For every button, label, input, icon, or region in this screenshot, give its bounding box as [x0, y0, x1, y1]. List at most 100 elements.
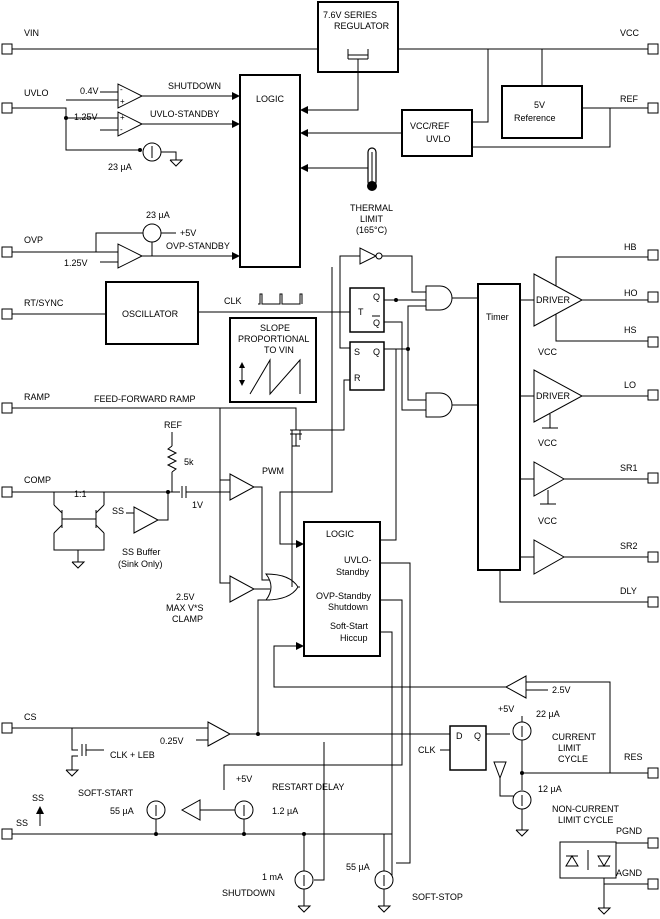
wire-ref-to-uvlo	[472, 108, 611, 148]
ground-12ua-icon	[515, 829, 530, 837]
logic-ss-1: Soft-Start	[330, 621, 369, 631]
timer-label: Timer	[486, 312, 509, 322]
label-clk-dff: CLK	[418, 745, 436, 755]
logic-ovp-1: OVP-Standby	[316, 591, 372, 601]
series-regulator-label-1: 7.6V SERIES	[323, 10, 377, 20]
label-plus5v-ovp: +5V	[180, 228, 196, 238]
wire-shutdown-ctrl	[314, 742, 325, 881]
wire-logic-uvlo-out	[380, 562, 411, 864]
label-0-4v: 0.4V	[80, 86, 99, 96]
label-1-2ua: 1.2 µA	[272, 806, 298, 816]
label-noncurrent-2: LIMIT CYCLE	[558, 815, 613, 825]
label-thermal-2: LIMIT	[360, 214, 384, 224]
slope-block	[229, 317, 317, 403]
wire-inv-in	[339, 255, 360, 349]
label-23ua-uvlo: 23 µA	[108, 162, 132, 172]
wire-sr-q-2	[407, 349, 426, 401]
thermal-inverter	[359, 247, 378, 265]
pin-label-ss: SS	[16, 818, 28, 828]
thermometer-icon	[367, 147, 377, 191]
slope-label-1: SLOPE	[260, 323, 290, 333]
label-shutdown: SHUTDOWN	[168, 81, 221, 91]
wire-ss-buffer-out	[158, 492, 169, 521]
pin-ho	[647, 291, 659, 303]
driver-sr2	[533, 539, 566, 575]
driver-sr1	[533, 461, 566, 497]
label-12ua: 12 µA	[538, 784, 562, 794]
pin-label-rt-sync: RT/SYNC	[24, 298, 64, 308]
label-clk-leb: CLK + LEB	[110, 750, 155, 760]
pin-label-cs: CS	[24, 712, 37, 722]
wire-logic-ss-out	[380, 631, 393, 880]
slope-label-2: PROPORTIONAL	[238, 334, 309, 344]
pin-ref	[647, 102, 659, 114]
wire-ramp-to-pwm	[219, 408, 230, 481]
logic-bottom-label: LOGIC	[326, 529, 355, 539]
wire-pwm-out	[254, 486, 270, 581]
pin-label-sr2: SR2	[620, 541, 638, 551]
pin-label-lo: LO	[624, 380, 636, 390]
comp1-minus: -	[120, 85, 123, 94]
pin-agnd	[647, 878, 659, 890]
slope-label-3: TO VIN	[264, 345, 294, 355]
comp1-plus: +	[120, 97, 125, 106]
node-uvlo-split	[64, 116, 68, 120]
comp2-plus: +	[120, 113, 125, 122]
logic-ovp-2: Shutdown	[328, 602, 368, 612]
pin-label-hs: HS	[624, 325, 637, 335]
wire-inv-out	[382, 255, 426, 293]
arrow-shutdown	[232, 92, 240, 100]
pin-label-ho: HO	[624, 288, 638, 298]
label-feed-forward: FEED-FORWARD RAMP	[94, 394, 196, 404]
label-vcc-lo: VCC	[538, 347, 558, 357]
ground-softstop-icon	[377, 905, 392, 913]
wire-logic-top-to-bottom	[279, 267, 333, 545]
pin-label-hb: HB	[624, 242, 637, 252]
label-vcc-sr1: VCC	[538, 438, 558, 448]
or-gate	[264, 573, 299, 601]
arrow-ovp-standby	[232, 252, 240, 260]
regulator-pass-transistor-icon	[347, 49, 369, 64]
slope-arrow-up	[239, 362, 245, 368]
label-current-limit-3: CYCLE	[558, 754, 588, 764]
pin-vcc	[647, 43, 659, 55]
pin-label-agnd: AGND	[616, 868, 643, 878]
pin-label-vin: VIN	[24, 28, 39, 38]
current-source-23ua-ovp	[142, 223, 162, 243]
toggle-flipflop	[349, 287, 385, 333]
label-ref-comp: REF	[164, 420, 183, 430]
wire-dly	[499, 570, 648, 603]
label-55ua-softstop: 55 µA	[346, 862, 370, 872]
arrow-uvlo-standby	[232, 120, 240, 128]
label-23ua-ovp: 23 µA	[146, 210, 170, 220]
logic-top-label: LOGIC	[256, 94, 285, 104]
label-55ua-ss: 55 µA	[110, 806, 134, 816]
logic-ss-2: Hiccup	[340, 633, 368, 643]
pin-vin	[1, 43, 13, 55]
label-1-25v-ovp: 1.25V	[64, 258, 88, 268]
wire-clamp-in	[219, 480, 230, 584]
driver-lo-label: DRIVER	[536, 391, 571, 401]
wire-hb	[555, 256, 648, 286]
label-current-limit-2: LIMIT	[558, 743, 582, 753]
pin-rt-sync	[1, 308, 13, 320]
current-mirror-icon	[53, 504, 105, 569]
pin-comp	[1, 486, 13, 498]
timer-block	[477, 283, 521, 571]
wire-res-buffer	[499, 778, 514, 797]
node-ss-3	[302, 832, 306, 836]
wire-reg-to-logic	[305, 64, 359, 111]
arrow-thermal-to-logic	[300, 164, 308, 172]
label-pwm: PWM	[262, 466, 284, 476]
pin-label-dly: DLY	[620, 586, 637, 596]
vcc-ref-uvlo-block	[401, 109, 473, 157]
label-soft-start: SOFT-START	[78, 788, 134, 798]
wire-sr-q	[384, 305, 426, 350]
logic-uvlo-1: UVLO-	[344, 555, 372, 565]
pin-ss	[1, 828, 13, 840]
ground-diode-network	[559, 841, 617, 879]
sr-s: S	[354, 347, 360, 357]
left-pins	[1, 43, 13, 840]
and-gate-lo	[425, 392, 453, 418]
arrow-reg-to-logic	[300, 106, 308, 114]
